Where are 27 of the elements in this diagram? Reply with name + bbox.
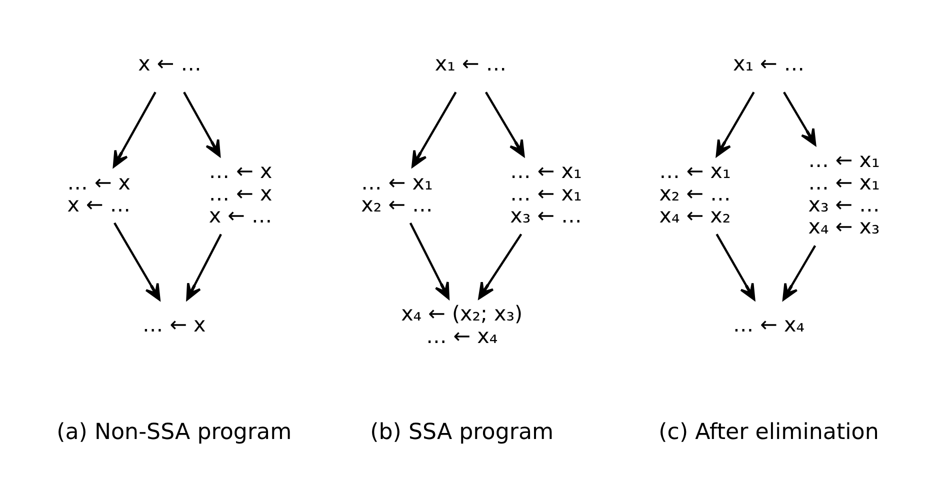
label: (c) After elimination: [658, 418, 878, 445]
arrow: [478, 233, 522, 299]
arrow: [113, 222, 160, 300]
node-text: … ← x₄: [732, 312, 804, 336]
label: (b) SSA program: [370, 418, 554, 445]
arrow: [782, 91, 816, 146]
arrow: [715, 233, 755, 300]
node-text: … ← x: [142, 312, 206, 336]
node-text: … ← x₁ … ← x₁ x₃ ← … x₄ ← x₃: [808, 148, 880, 238]
arrow: [715, 91, 754, 156]
node-text: x₄ ← (x₂; x₃) … ← x₄: [400, 301, 522, 348]
arrow: [186, 233, 222, 300]
node-text: … ← x₁ x₂ ← … x₄ ← x₂: [658, 158, 730, 227]
node-text: x₁ ← …: [434, 51, 506, 76]
arrow: [182, 91, 220, 156]
arrow: [112, 91, 156, 168]
arrow: [411, 91, 456, 168]
node-text: … ← x₁ x₂ ← …: [360, 170, 432, 216]
label: (a) Non-SSA program: [56, 418, 292, 445]
node-text: … ← x … ← x x ← …: [208, 158, 272, 227]
arrow: [484, 91, 524, 156]
arrow: [408, 222, 450, 299]
node-text: x ← …: [138, 51, 201, 76]
arrow: [782, 244, 816, 300]
node-text: … ← x x ← …: [66, 170, 130, 216]
node-text: … ← x₁ … ← x₁ x₃ ← …: [510, 158, 582, 227]
node-text: x₁ ← …: [732, 51, 804, 76]
